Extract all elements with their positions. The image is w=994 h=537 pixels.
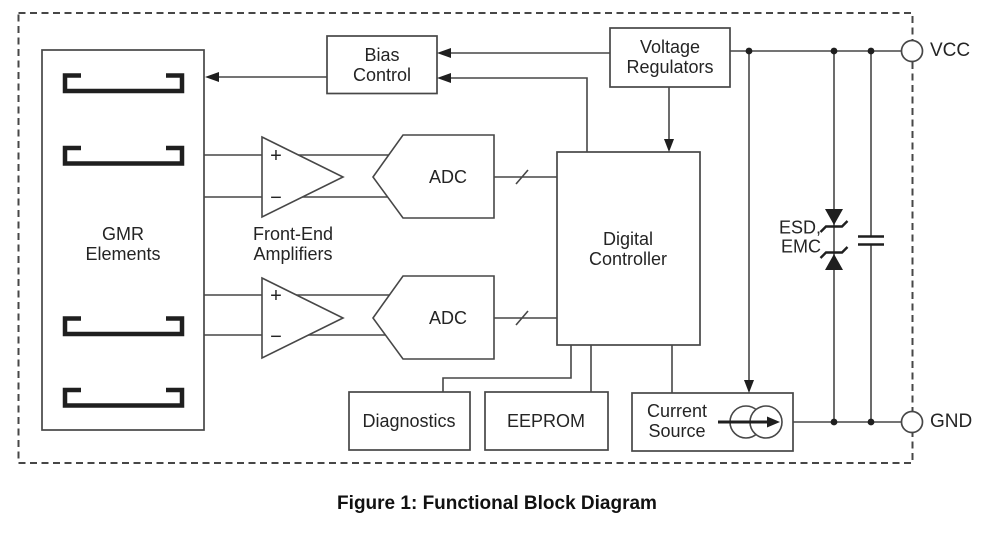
opamp1-icon xyxy=(261,135,345,219)
junction-dot xyxy=(745,47,753,55)
gmr-element-icon xyxy=(62,387,185,408)
figure-caption: Figure 1: Functional Block Diagram xyxy=(337,493,657,514)
bias-control-box xyxy=(326,35,438,95)
arrowhead-into-current-source xyxy=(744,380,754,393)
opamp2-icon xyxy=(261,276,345,360)
amp1-minus-sign: − xyxy=(270,187,282,209)
adc1-shape xyxy=(372,134,495,219)
junction-dot xyxy=(867,47,875,55)
gmr-label: GMR Elements xyxy=(85,224,161,264)
amp2-plus-sign: + xyxy=(270,285,282,307)
amp2-minus-sign: − xyxy=(270,326,282,348)
vcc-terminal-icon xyxy=(900,39,924,63)
adc2-shape xyxy=(372,275,495,360)
voltage-regulators-box xyxy=(609,27,731,88)
capacitor-icon xyxy=(858,235,884,246)
gnd-terminal-icon xyxy=(900,410,924,434)
chip-boundary-dashed-border xyxy=(17,12,914,464)
wire-controller-to-diagnostics xyxy=(442,345,572,392)
gmr-elements-box xyxy=(41,49,205,431)
arrowhead-into-bias-bottom xyxy=(437,73,451,83)
bus-width-slash-icon xyxy=(515,310,529,326)
junction-dot xyxy=(867,418,875,426)
gmr-element-icon xyxy=(62,73,185,94)
gmr-element-icon xyxy=(62,316,185,337)
zener-bottom-bar xyxy=(819,246,849,259)
diagnostics-label: Diagnostics xyxy=(362,411,456,431)
wire-controller-to-bias xyxy=(449,77,588,152)
diagnostics-box xyxy=(348,391,471,451)
arrowhead-into-controller xyxy=(664,139,674,152)
gmr-element-icon xyxy=(62,145,185,166)
current-source-icon xyxy=(718,405,783,439)
amp1-plus-sign: + xyxy=(270,145,282,167)
junction-dots xyxy=(745,47,875,426)
vcc-label: VCC xyxy=(930,40,971,61)
eeprom-box xyxy=(484,391,609,451)
wires xyxy=(204,50,902,423)
current-source-arrowhead xyxy=(767,416,780,428)
arrowhead-into-bias-top xyxy=(437,48,451,58)
bus-width-slash-icon xyxy=(515,169,529,185)
zener-top-triangle xyxy=(825,209,843,225)
adc2-label: ADC xyxy=(428,308,468,328)
gnd-label: GND xyxy=(930,411,973,432)
current-source-label: Current Source xyxy=(646,401,708,441)
voltage-regulators-label: Voltage Regulators xyxy=(626,37,714,77)
digital-controller-box xyxy=(556,151,701,346)
gmr-elements xyxy=(62,73,185,408)
adc1-label: ADC xyxy=(428,167,468,187)
digital-controller-label: Digital Controller xyxy=(588,229,668,269)
bias-control-label: Bias Control xyxy=(352,45,412,85)
zener-diode-icon xyxy=(819,209,849,270)
zener-top-bar xyxy=(819,220,849,233)
arrowheads xyxy=(205,48,754,393)
arrowhead-into-gmr xyxy=(205,72,219,82)
junction-dot xyxy=(830,47,838,55)
front-end-amplifiers-label: Front-End Amplifiers xyxy=(252,224,334,264)
eeprom-label: EEPROM xyxy=(506,411,586,431)
esd-emc-label: ESD, EMC xyxy=(778,217,821,256)
zener-bottom-triangle xyxy=(825,254,843,270)
junction-dot xyxy=(830,418,838,426)
